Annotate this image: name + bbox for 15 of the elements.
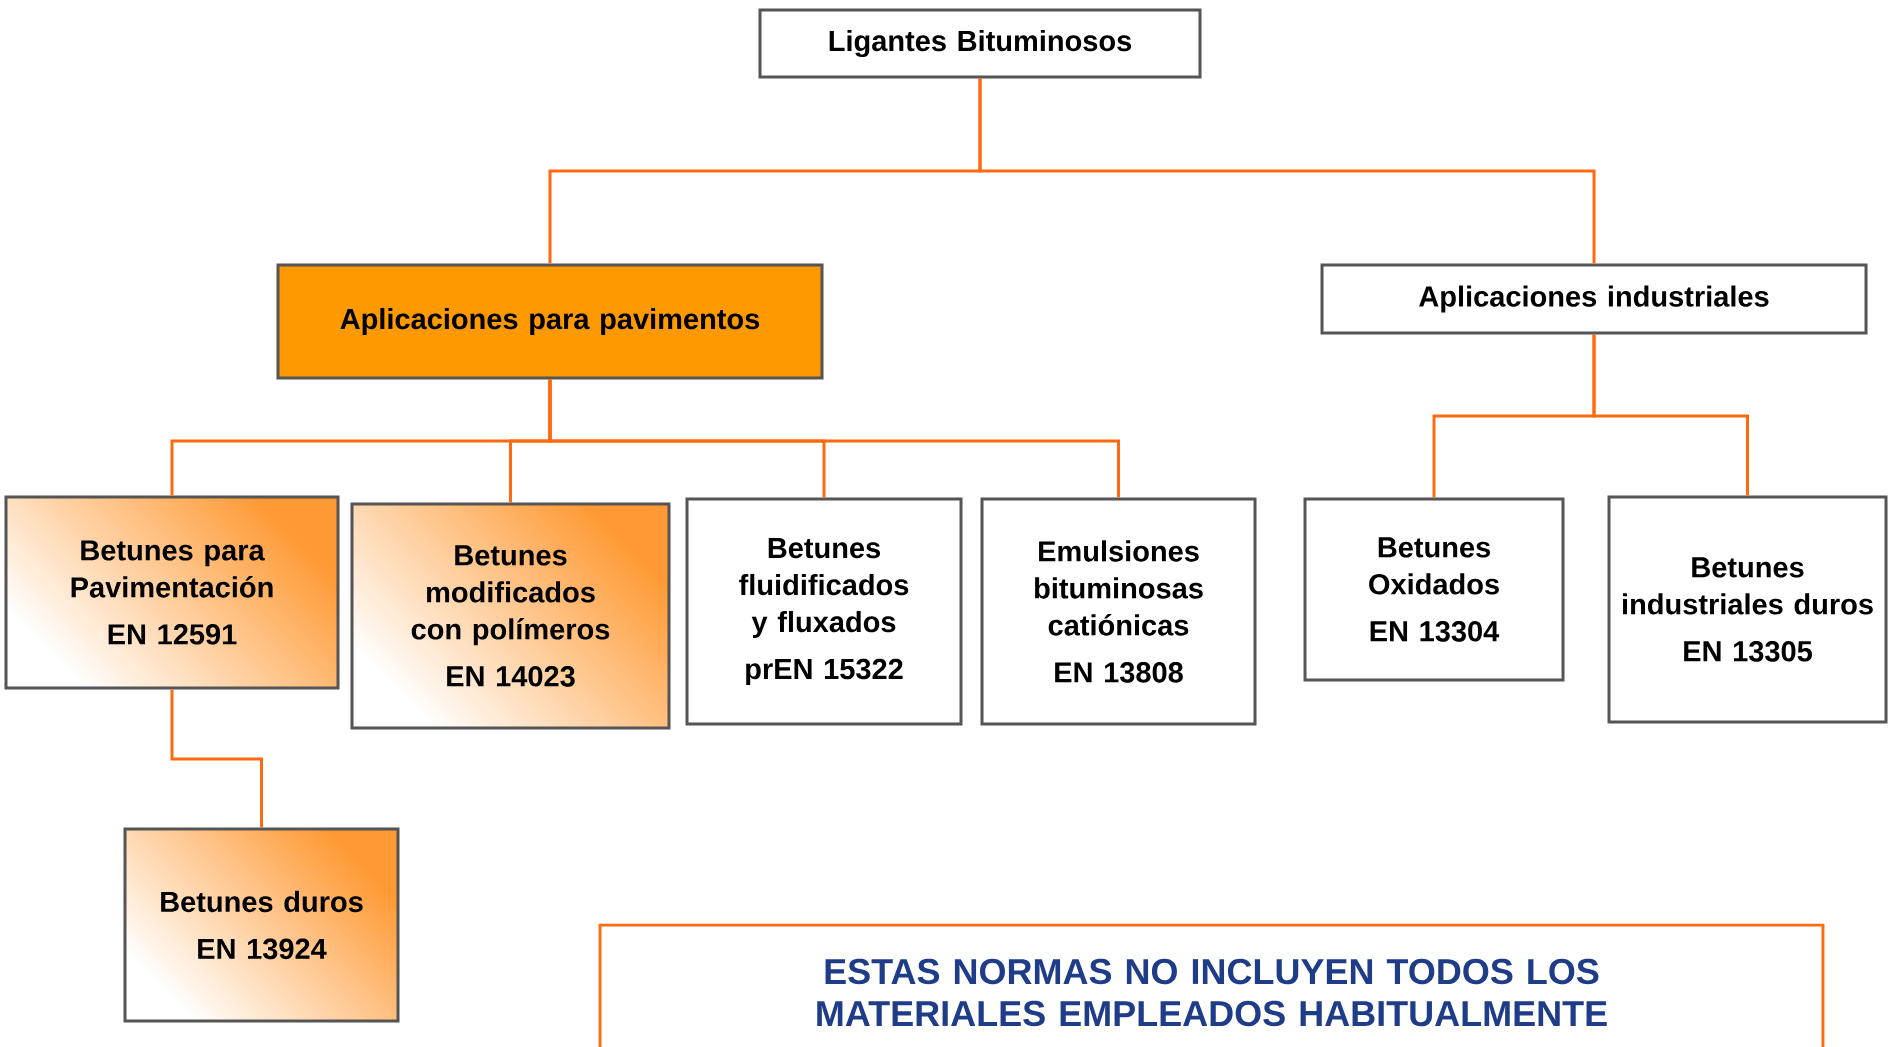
connector-line — [548, 379, 1120, 498]
root-box: Ligantes Bituminosos — [758, 8, 1202, 79]
connector-line — [170, 689, 263, 828]
category-box: Betunes fluidificados y fluxados prEN 15322 — [685, 497, 963, 726]
category-box: Betunes modificados con polímeros EN 14023 — [350, 502, 671, 730]
connector-line — [1592, 334, 1749, 496]
category-box: Betunes para Pavimentación EN 12591 — [4, 495, 340, 690]
category-box: Aplicaciones para pavimentos — [276, 263, 824, 380]
category-box: Betunes duros EN 13924 — [123, 827, 400, 1023]
category-box: Betunes industriales duros EN 13305 — [1607, 495, 1888, 724]
note-box: ESTAS NORMAS NO INCLUYEN TODOS LOS MATERIALES EMPLEADOS HABITUALMENTE — [598, 923, 1825, 1047]
category-box: Betunes Oxidados EN 13304 — [1303, 497, 1565, 682]
connector-line — [978, 78, 1596, 264]
category-box: Emulsiones bituminosas catiónicas EN 13808 — [980, 497, 1257, 726]
category-box: Aplicaciones industriales — [1320, 263, 1868, 335]
